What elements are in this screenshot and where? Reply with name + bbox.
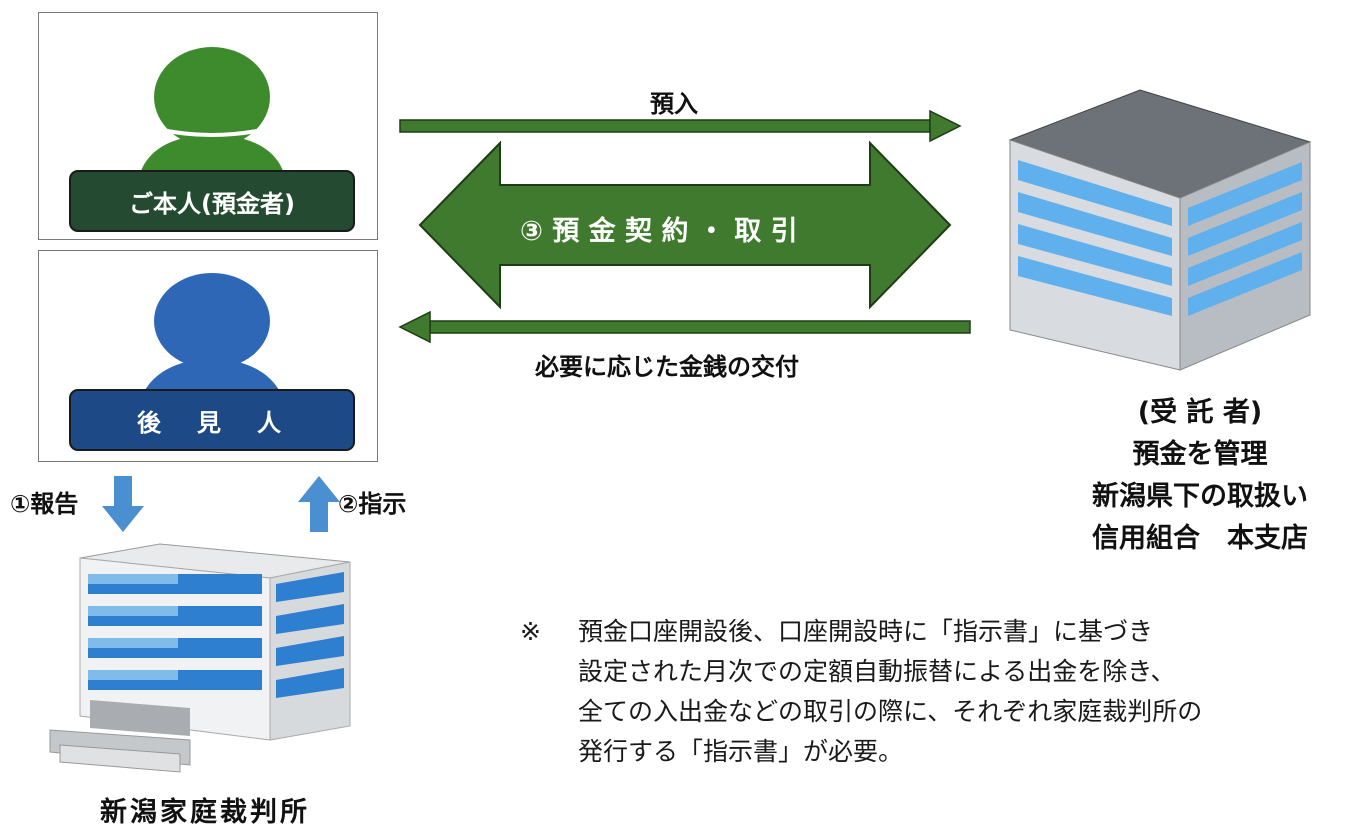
arrows-graphic [398, 109, 971, 344]
note-line-1: 預金口座開設後、口座開設時に「指示書」に基づき [578, 617, 1154, 646]
deposit-label: 預入 [650, 90, 698, 118]
payment-arrow [398, 310, 971, 344]
contract-label: ③ 預 金 契 約 ・ 取 引 [520, 216, 798, 247]
trustee-line-4: 信用組合 本支店 [1092, 523, 1308, 554]
instruction-label: ②指示 [338, 490, 407, 518]
payment-label: 必要に応じた金銭の交付 [535, 353, 799, 381]
guardian-label: 後 見 人 [69, 389, 355, 451]
principal-label: ご本人(預金者) [69, 170, 355, 232]
note-text: 預金口座開設後、口座開設時に「指示書」に基づき 設定された月次での定額自動振替に… [578, 612, 1338, 772]
court-label: 新潟家庭裁判所 [100, 797, 310, 828]
note-line-4: 発行する「指示書」が必要。 [578, 737, 904, 766]
bank-building-icon [1008, 89, 1312, 371]
deposit-arrow [399, 109, 962, 143]
note-line-2: 設定された月次での定額自動振替による出金を除き、 [578, 657, 1176, 686]
instruction-arrow [298, 476, 340, 532]
trustee-label: (受 託 者) 預金を管理 新潟県下の取扱い 信用組合 本支店 [1055, 392, 1345, 560]
court-building-icon [49, 543, 351, 773]
report-arrow [102, 476, 144, 532]
note-line-3: 全ての入出金などの取引の際に、それぞれ家庭裁判所の [578, 697, 1203, 726]
principal-panel: ご本人(預金者) [38, 12, 378, 240]
trustee-line-2: 預金を管理 [1132, 439, 1268, 470]
contract-double-arrow [418, 140, 952, 310]
note-mark: ※ [520, 617, 541, 646]
report-label: ①報告 [10, 490, 79, 518]
trustee-line-1: (受 託 者) [1137, 397, 1263, 428]
trustee-line-3: 新潟県下の取扱い [1092, 481, 1308, 512]
guardian-panel: 後 見 人 [38, 250, 378, 462]
